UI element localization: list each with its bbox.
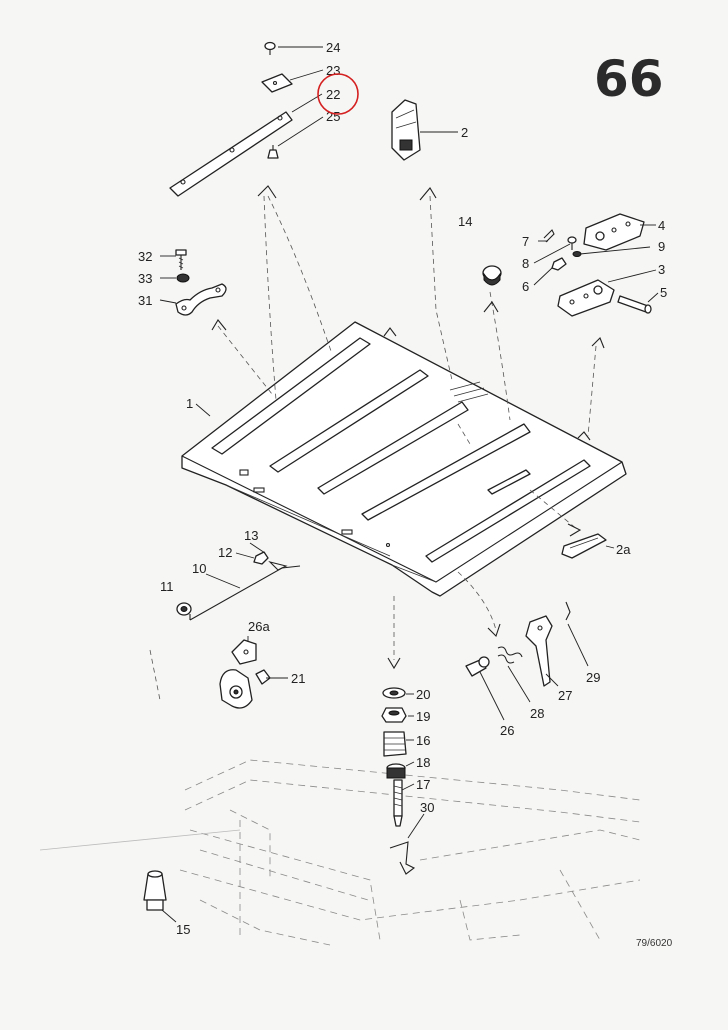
callout-9: 9 bbox=[658, 239, 665, 254]
rivet-25 bbox=[267, 145, 279, 159]
support-stay-22 bbox=[169, 111, 293, 197]
bracket-26a bbox=[231, 639, 257, 665]
pad-2a bbox=[561, 533, 607, 559]
callout-21: 21 bbox=[291, 671, 305, 686]
clip-29 bbox=[565, 601, 571, 621]
nut-12 bbox=[253, 551, 269, 565]
callout-17: 17 bbox=[416, 777, 430, 792]
lock-21 bbox=[219, 669, 271, 709]
latch-2 bbox=[391, 99, 421, 161]
pin-5 bbox=[617, 295, 652, 314]
callout-28: 28 bbox=[530, 706, 544, 721]
callout-31: 31 bbox=[138, 293, 152, 308]
spring-28 bbox=[497, 646, 523, 664]
callout-1: 1 bbox=[186, 396, 193, 411]
nut-6 bbox=[551, 257, 567, 271]
handle-31 bbox=[175, 283, 227, 316]
callout-26: 26 bbox=[500, 723, 514, 738]
bolt-32 bbox=[175, 249, 187, 270]
callout-30: 30 bbox=[420, 800, 434, 815]
sleeve-18 bbox=[386, 763, 406, 779]
callout-14: 14 bbox=[458, 214, 472, 229]
callout-13: 13 bbox=[244, 528, 258, 543]
page-number: 66 bbox=[594, 50, 664, 108]
callout-4: 4 bbox=[658, 218, 665, 233]
vehicle-body-outline bbox=[39, 759, 641, 946]
callout-15: 15 bbox=[176, 922, 190, 937]
rubber-stop-14 bbox=[482, 265, 502, 286]
drawing-number: 79/6020 bbox=[636, 938, 673, 949]
callout-5: 5 bbox=[660, 285, 667, 300]
washer-9 bbox=[572, 251, 582, 257]
callout-12: 12 bbox=[218, 545, 232, 560]
nut-11 bbox=[176, 602, 192, 616]
callout-7: 7 bbox=[522, 234, 529, 249]
cotter-pin-7 bbox=[543, 229, 555, 243]
callout-10: 10 bbox=[192, 561, 206, 576]
nut-19 bbox=[381, 707, 407, 723]
screw-8 bbox=[567, 236, 577, 250]
hinge-3 bbox=[557, 279, 615, 317]
callout-3: 3 bbox=[658, 262, 665, 277]
callout-2: 2 bbox=[461, 125, 468, 140]
clip-13 bbox=[268, 560, 288, 571]
hood-panel-1 bbox=[181, 321, 627, 597]
spring-16 bbox=[383, 731, 407, 757]
callout-6: 6 bbox=[522, 279, 529, 294]
rivet-24 bbox=[264, 41, 276, 55]
callout-18: 18 bbox=[416, 755, 430, 770]
lever-27 bbox=[525, 615, 553, 687]
callout-2a: 2a bbox=[616, 542, 631, 557]
highlight-circle bbox=[317, 73, 359, 115]
callout-8: 8 bbox=[522, 256, 529, 271]
assembly-guides bbox=[149, 185, 605, 701]
callout-26a: 26a bbox=[248, 619, 270, 634]
plate-23 bbox=[261, 73, 293, 93]
callout-32: 32 bbox=[138, 249, 152, 264]
callout-16: 16 bbox=[416, 733, 430, 748]
callout-33: 33 bbox=[138, 271, 152, 286]
callout-20: 20 bbox=[416, 687, 430, 702]
hinge-4 bbox=[583, 213, 645, 251]
callout-24: 24 bbox=[326, 40, 340, 55]
callout-27: 27 bbox=[558, 688, 572, 703]
pin-26 bbox=[465, 656, 490, 677]
callout-labels: 24 23 22 25 2 14 4 7 9 8 3 6 5 32 33 31 … bbox=[138, 40, 667, 937]
washer-20 bbox=[382, 687, 406, 699]
callout-11: 11 bbox=[160, 579, 174, 594]
bolt-17 bbox=[393, 779, 403, 827]
callout-29: 29 bbox=[586, 670, 600, 685]
pin-30 bbox=[389, 841, 416, 875]
stop-15 bbox=[143, 870, 167, 911]
callout-19: 19 bbox=[416, 709, 430, 724]
washer-33 bbox=[176, 273, 190, 283]
leader-lines bbox=[159, 46, 659, 923]
callout-22: 22 bbox=[326, 87, 340, 102]
